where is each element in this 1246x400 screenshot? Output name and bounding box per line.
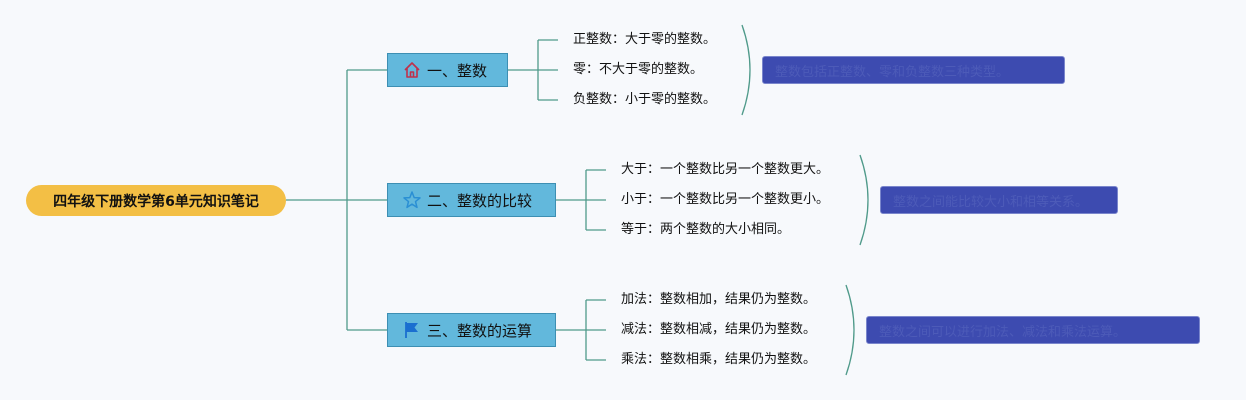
branch-integers[interactable]: 一、整数 bbox=[387, 53, 508, 87]
branch-label: 三、整数的运算 bbox=[427, 321, 533, 340]
leaf-multiplication[interactable]: 乘法：整数相乘，结果仍为整数。 bbox=[621, 352, 817, 367]
branch-label: 一、整数 bbox=[427, 61, 488, 80]
summary-note[interactable]: 整数之间可以进行加法、减法和乘法运算。 bbox=[866, 316, 1200, 344]
leaf-subtraction[interactable]: 减法：整数相减，结果仍为整数。 bbox=[621, 322, 817, 337]
leaf-equal-to[interactable]: 等于：两个整数的大小相同。 bbox=[621, 222, 791, 237]
branch-operations[interactable]: 三、整数的运算 bbox=[387, 313, 556, 347]
leaf-addition[interactable]: 加法：整数相加，结果仍为整数。 bbox=[621, 292, 817, 307]
star-icon bbox=[402, 190, 422, 210]
summary-note[interactable]: 整数包括正整数、零和负整数三种类型。 bbox=[762, 56, 1065, 84]
root-topic[interactable]: 四年级下册数学第6单元知识笔记 bbox=[26, 185, 286, 216]
leaf-greater-than[interactable]: 大于：一个整数比另一个整数更大。 bbox=[621, 162, 830, 177]
branch-label: 二、整数的比较 bbox=[427, 191, 533, 210]
leaf-zero[interactable]: 零：不大于零的整数。 bbox=[573, 62, 704, 77]
home-icon bbox=[402, 60, 422, 80]
leaf-positive-integer[interactable]: 正整数：大于零的整数。 bbox=[573, 32, 717, 47]
flag-icon bbox=[402, 320, 422, 340]
leaf-less-than[interactable]: 小于：一个整数比另一个整数更小。 bbox=[621, 192, 830, 207]
summary-note[interactable]: 整数之间能比较大小和相等关系。 bbox=[880, 186, 1118, 214]
branch-comparison[interactable]: 二、整数的比较 bbox=[387, 183, 556, 217]
leaf-negative-integer[interactable]: 负整数：小于零的整数。 bbox=[573, 92, 717, 107]
